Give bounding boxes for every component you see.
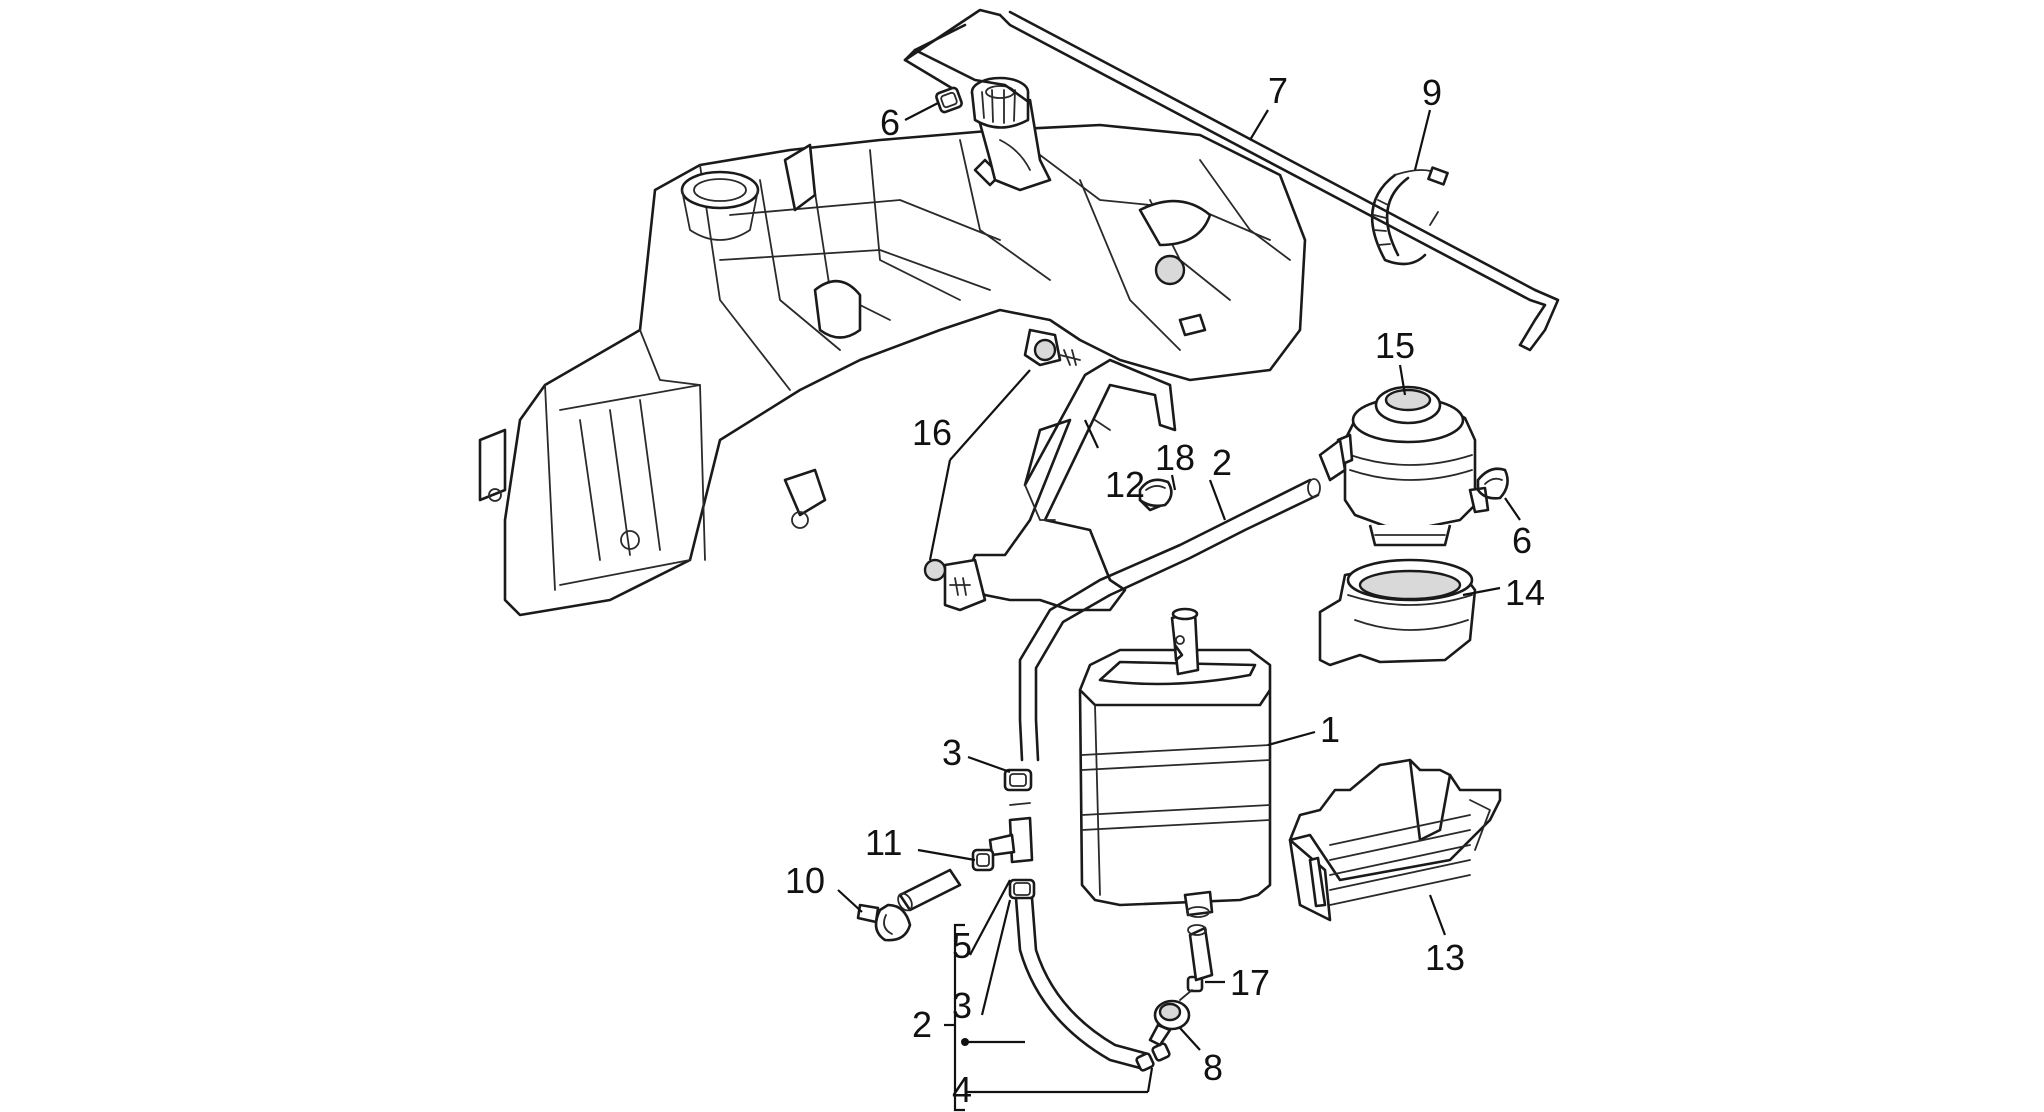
callout-2-upper: 2	[1212, 442, 1232, 483]
hose-clamp-right	[1476, 467, 1509, 500]
callout-3-lower: 3	[952, 985, 972, 1026]
callout-9: 9	[1422, 72, 1442, 113]
callout-1: 1	[1320, 709, 1340, 750]
callout-16: 16	[912, 412, 952, 453]
callout-10: 10	[785, 860, 825, 901]
mounting-bracket	[923, 328, 1177, 612]
fuel-hose	[1018, 478, 1321, 762]
callout-6-right: 6	[1512, 520, 1532, 561]
fuel-tank	[478, 123, 1307, 617]
clamp-ring	[1370, 166, 1449, 266]
callout-15: 15	[1375, 325, 1415, 366]
callout-18: 18	[1155, 437, 1195, 478]
callout-13: 13	[1425, 937, 1465, 978]
callout-5: 5	[952, 925, 972, 966]
callout-4: 4	[952, 1069, 972, 1110]
callout-12: 12	[1105, 464, 1145, 505]
callout-14: 14	[1505, 572, 1545, 613]
filler-neck	[970, 76, 1052, 192]
vapor-separator	[1318, 385, 1490, 547]
callout-2-lower: 2	[912, 1004, 932, 1045]
canister-holder	[1288, 758, 1502, 922]
callout-3-upper: 3	[942, 732, 962, 773]
callout-7: 7	[1268, 70, 1288, 111]
leader-lines	[837, 102, 1521, 1112]
callout-8: 8	[1203, 1047, 1223, 1088]
hose-clip	[1138, 478, 1173, 512]
callout-6-top: 6	[880, 102, 900, 143]
carbon-canister	[1078, 607, 1272, 918]
separator-holder	[1318, 558, 1477, 667]
lower-hose-assembly	[856, 768, 1214, 1072]
callout-17: 17	[1230, 962, 1270, 1003]
callout-numbers: 1 2 2 3 3 4 5 6 6 7 8 9 10 11 12 13 14 1…	[785, 70, 1545, 1110]
callout-11: 11	[865, 822, 902, 863]
breather-hose	[903, 8, 1560, 352]
hose-clamp-top	[935, 86, 963, 114]
